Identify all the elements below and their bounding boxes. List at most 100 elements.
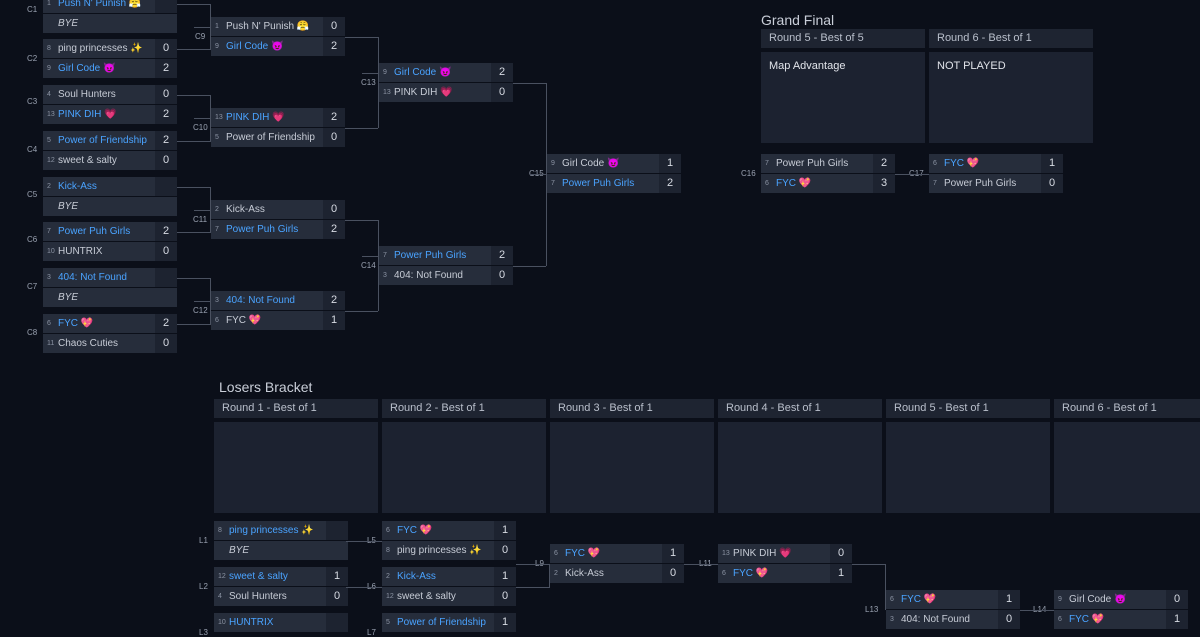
team-name[interactable]: HUNTRIX (58, 246, 103, 257)
team-name[interactable]: FYC 💖 (58, 318, 94, 329)
team-name[interactable]: Power Puh Girls (394, 250, 467, 261)
team-name[interactable]: Kick-Ass (226, 204, 265, 215)
team-name[interactable]: FYC 💖 (944, 158, 980, 169)
team-name[interactable]: Power Puh Girls (944, 178, 1017, 189)
team-name[interactable]: Kick-Ass (565, 568, 604, 579)
team-name[interactable]: Power Puh Girls (226, 224, 299, 235)
team-name[interactable]: Kick-Ass (58, 181, 97, 192)
team-slot[interactable]: BYE (43, 288, 177, 308)
team-name[interactable]: 404: Not Found (901, 614, 970, 625)
team-name[interactable]: Girl Code 😈 (394, 67, 452, 78)
team-name[interactable]: HUNTRIX (229, 617, 274, 628)
team-name[interactable]: FYC 💖 (901, 594, 937, 605)
team-name[interactable]: Power Puh Girls (776, 158, 849, 169)
team-name[interactable]: Girl Code 😈 (226, 41, 284, 52)
team-name[interactable]: Push N' Punish 😤 (226, 21, 310, 32)
team-name[interactable]: Soul Hunters (229, 591, 287, 602)
team-name[interactable]: FYC 💖 (733, 568, 769, 579)
team-name[interactable]: PINK DIH 💗 (394, 87, 453, 98)
team-name[interactable]: Girl Code 😈 (1069, 594, 1127, 605)
team-slot[interactable]: BYE (43, 197, 177, 217)
team-name[interactable]: sweet & salty (58, 155, 117, 166)
team-name[interactable]: PINK DIH 💗 (733, 548, 792, 559)
team-name[interactable]: sweet & salty (229, 571, 288, 582)
team-name[interactable]: 404: Not Found (226, 295, 295, 306)
team-name[interactable]: Kick-Ass (397, 571, 436, 582)
team-name[interactable]: sweet & salty (397, 591, 456, 602)
team-name[interactable]: FYC 💖 (565, 548, 601, 559)
team-name[interactable]: ping princesses ✨ (397, 545, 482, 556)
team-name[interactable]: FYC 💖 (776, 178, 812, 189)
team-slot[interactable]: BYE (43, 14, 177, 34)
team-name[interactable]: Power Puh Girls (562, 178, 635, 189)
team-name[interactable]: Soul Hunters (58, 89, 116, 100)
team-name[interactable]: ping princesses ✨ (229, 525, 314, 536)
team-name[interactable]: FYC 💖 (397, 525, 433, 536)
team-name[interactable]: Push N' Punish 😤 (58, 0, 142, 9)
team-name[interactable]: Power of Friendship (397, 617, 486, 628)
team-name[interactable]: 404: Not Found (58, 272, 127, 283)
team-name[interactable]: Chaos Cuties (58, 338, 119, 349)
team-name[interactable]: FYC 💖 (226, 315, 262, 326)
team-name[interactable]: Girl Code 😈 (58, 63, 116, 74)
team-name[interactable]: Power Puh Girls (58, 226, 131, 237)
team-name[interactable]: Girl Code 😈 (562, 158, 620, 169)
team-name[interactable]: FYC 💖 (1069, 614, 1105, 625)
